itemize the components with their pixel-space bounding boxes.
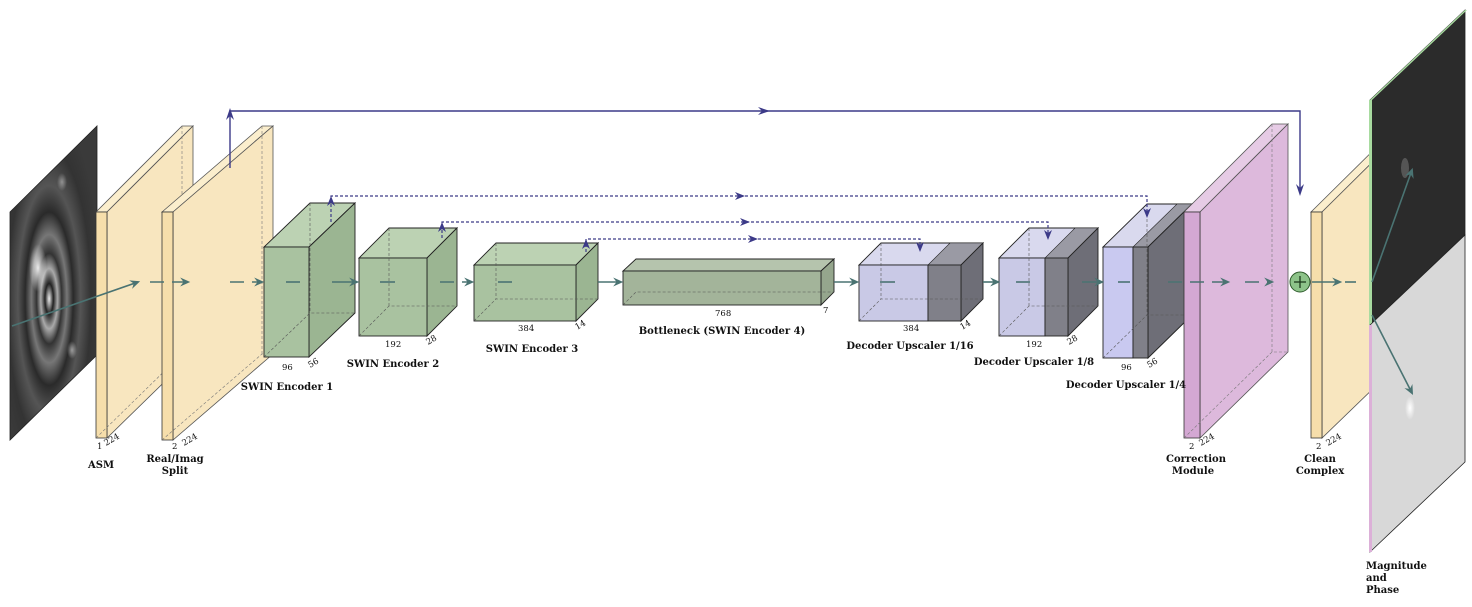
enc2-channels: 192: [385, 340, 401, 350]
dec8-size: 28: [1066, 334, 1080, 348]
output-label-line-1: Magnitude: [1366, 561, 1427, 572]
output-phase-image: [1369, 234, 1466, 553]
enc1-label: SWIN Encoder 1: [241, 382, 333, 393]
dec8-channels: 192: [1026, 340, 1042, 350]
dec16-label: Decoder Upscaler 1/16: [846, 341, 973, 352]
main-flow-arrows: [11, 167, 1414, 395]
swin-encoder-3-block: [472, 241, 600, 323]
correction-module-slab: [1183, 123, 1289, 439]
enc1-size: 56: [307, 357, 321, 371]
enc2-label: SWIN Encoder 2: [347, 359, 440, 370]
split-channels: 2: [172, 442, 177, 452]
swin-encoder-1-block: [262, 201, 357, 359]
enc3-label: SWIN Encoder 3: [486, 344, 579, 355]
correction-channels: 2: [1189, 442, 1194, 452]
asm-label: ASM: [87, 460, 114, 471]
enc1-channels: 96: [282, 363, 293, 373]
sum-node: [1289, 271, 1311, 293]
global-skip-connection: [226, 107, 1304, 196]
decoder-upscaler-4-block: [1101, 202, 1194, 360]
dec4-label: Decoder Upscaler 1/4: [1066, 380, 1186, 391]
bottleneck-block: [621, 257, 836, 307]
dec4-channels: 96: [1121, 363, 1132, 373]
real-imag-split-slab: [160, 125, 275, 441]
clean-channels: 2: [1316, 442, 1321, 452]
bottleneck-size: 7: [823, 306, 828, 316]
clean-size: 224: [1325, 432, 1344, 449]
dec4-size: 56: [1146, 357, 1160, 371]
split-size: 224: [181, 432, 200, 449]
decoder-upscaler-8-block: [997, 226, 1100, 338]
split-label-line-2: Split: [162, 466, 189, 477]
asm-channels: 1: [97, 442, 102, 452]
enc3-size: 14: [574, 319, 588, 333]
dec8-label: Decoder Upscaler 1/8: [974, 357, 1094, 368]
output-label-line-2: and: [1366, 573, 1387, 584]
output-magnitude-image: [1369, 9, 1467, 326]
swin-encoder-2-block: [357, 226, 459, 338]
output-label-line-3: Phase: [1366, 585, 1399, 596]
skip-arrowheads: [327, 192, 1151, 252]
decoder-upscaler-16-block: [857, 241, 985, 323]
clean-label-line-2: Complex: [1296, 466, 1345, 477]
input-hologram-image: [9, 125, 98, 441]
enc3-channels: 384: [518, 324, 534, 334]
correction-label-line-1: Correction: [1166, 454, 1227, 465]
bottleneck-label: Bottleneck (SWIN Encoder 4): [639, 326, 806, 337]
clean-label-line-1: Clean: [1304, 454, 1337, 465]
split-label-line-1: Real/Imag: [146, 454, 203, 465]
dec16-channels: 384: [903, 324, 919, 334]
correction-label-line-2: Module: [1172, 466, 1214, 477]
enc2-size: 28: [425, 334, 439, 348]
bottleneck-channels: 768: [715, 309, 731, 319]
dec16-size: 14: [959, 319, 973, 333]
